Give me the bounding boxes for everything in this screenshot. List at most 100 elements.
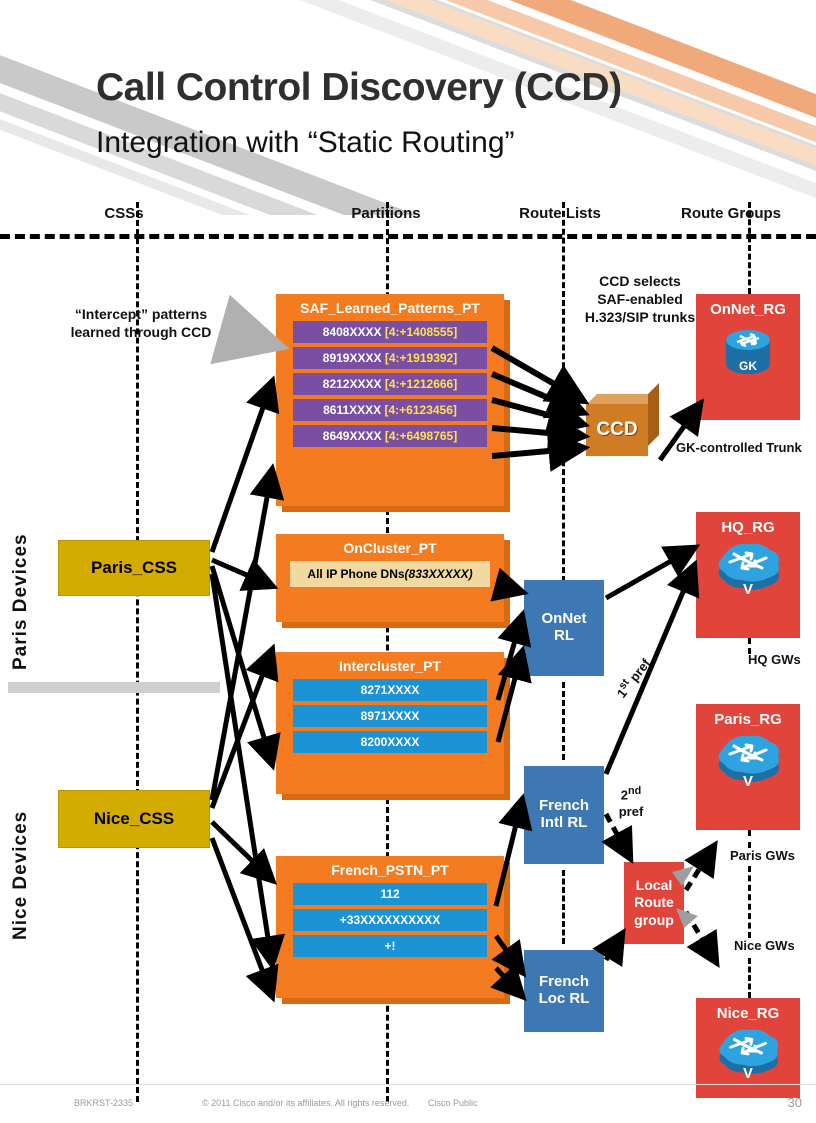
route-group-title: Nice_RG [716,1005,780,1022]
label-second-pref: 2nd pref [612,784,650,821]
paris-gw-connector-top [748,830,751,848]
pattern-text: 8212XXXX [322,377,382,391]
pattern-detail: [4:+1408555] [384,325,458,339]
partition-title: OnCluster_PT [343,540,437,556]
pattern-detail: [4:+6498765] [384,429,458,443]
nice-gw-connector [748,958,751,998]
svg-text:GK: GK [739,359,757,373]
route-list-french-intl[interactable]: French Intl RL [524,766,604,864]
slide-title: Call Control Discovery (CCD) [96,66,622,109]
pattern-row[interactable]: 8408XXXX [4:+1408555] [293,321,487,343]
label-first-pref: 1st pref [612,655,654,701]
route-list-divider-2 [562,870,565,944]
label-paris-gws: Paris GWs [730,848,796,863]
column-header-route-groups: Route Groups [681,205,781,222]
paris-nice-gw-connector [748,866,751,938]
css-box-nice[interactable]: Nice_CSS [58,790,210,848]
pattern-row[interactable]: 8919XXXX [4:+1919392] [293,347,487,369]
ccd-cube-side [648,383,659,446]
ccd-cube-front: CCD [586,404,648,456]
note-intercept-patterns: “Intercept” patterns learned through CCD [36,305,246,341]
pattern-text: 112 [380,887,400,901]
slide-subtitle: Integration with “Static Routing” [96,126,515,159]
ccd-cube[interactable]: CCD [586,383,659,456]
partition-oncluster[interactable]: OnCluster_PT All IP Phone DNs (833XXXXX) [276,534,504,622]
pattern-detail: [4:+1212666] [384,377,458,391]
hq-gw-connector [748,638,751,654]
partition-saf-learned-patterns[interactable]: SAF_Learned_Patterns_PT 8408XXXX [4:+140… [276,294,504,506]
partition-intercluster[interactable]: Intercluster_PT 8271XXXX 8971XXXX 8200XX… [276,652,504,794]
column-divider-csss [136,202,139,1102]
note-ccd-line1: CCD selects [599,273,681,289]
pattern-text: 8611XXXX [323,403,382,417]
voice-gateway-icon: V [719,1029,779,1082]
route-group-onnet[interactable]: OnNet_RG GK [696,294,800,420]
pattern-text: +33XXXXXXXXXX [339,913,441,927]
second-pref-num: 2 [620,787,628,803]
partition-title: Intercluster_PT [339,658,441,674]
route-list-line2: Loc RL [538,990,590,1007]
pattern-row[interactable]: 8971XXXX [293,705,487,727]
note-ccd-selects: CCD selects SAF-enabled H.323/SIP trunks [572,272,708,327]
footer-copyright: © 2011 Cisco and/or its affiliates. All … [202,1098,410,1108]
column-divider-route-lists [562,202,565,582]
route-group-hq[interactable]: HQ_RG V [696,512,800,638]
route-list-line2: RL [554,627,574,644]
side-label-nice-devices: Nice Devices [10,810,31,940]
ccd-cube-label: CCD [596,419,638,440]
pattern-row[interactable]: 8649XXXX [4:+6498765] [293,425,487,447]
local-route-group-line1: Local [635,877,673,894]
pattern-row[interactable]: All IP Phone DNs (833XXXXX) [290,561,490,587]
local-route-group[interactable]: Local Route group [624,862,684,944]
column-header-route-lists: Route Lists [519,205,601,222]
partition-french-pstn[interactable]: French_PSTN_PT 112 +33XXXXXXXXXX +! [276,856,504,998]
route-group-nice[interactable]: Nice_RG V [696,998,800,1098]
route-list-line1: French [538,973,589,991]
pattern-row[interactable]: +33XXXXXXXXXX [293,909,487,931]
pattern-row[interactable]: 112 [293,883,487,905]
local-route-group-line3: group [634,911,674,928]
pattern-row[interactable]: 8212XXXX [4:+1212666] [293,373,487,395]
side-label-paris-devices: Paris Devices [10,533,31,670]
pattern-text: +! [384,939,396,953]
partition-title: SAF_Learned_Patterns_PT [300,300,480,316]
second-pref-sup: nd [628,785,642,797]
footer-page-number: 30 [787,1095,802,1110]
pattern-text: 8919XXXX [322,351,382,365]
route-group-paris[interactable]: Paris_RG V [696,704,800,830]
column-divider-route-groups-top [748,202,751,294]
label-nice-gws: Nice GWs [734,938,795,953]
footer-classification: Cisco Public [428,1098,478,1108]
svg-text:V: V [743,1066,753,1082]
route-list-onnet[interactable]: OnNet RL [524,580,604,676]
header-divider [0,234,816,239]
pattern-text: 8649XXXX [322,429,382,443]
pattern-detail: [4:+6123456] [384,403,457,417]
note-intercept-line1: “Intercept” patterns [74,306,208,322]
css-box-paris[interactable]: Paris_CSS [58,540,210,596]
note-intercept-line2: learned through CCD [70,324,212,341]
route-list-divider-1 [562,682,565,760]
voice-gateway-icon: V [718,543,779,598]
footer-divider [0,1084,816,1085]
route-list-french-loc[interactable]: French Loc RL [524,950,604,1032]
pattern-text: 8200XXXX [360,735,420,749]
column-header-csss: CSSs [104,205,144,222]
label-hq-gws: HQ GWs [748,652,801,667]
gatekeeper-router-icon: GK [726,330,770,374]
pattern-text: 8408XXXX [322,325,382,339]
local-route-group-line2: Route [634,894,674,911]
route-list-line1: OnNet [541,610,587,628]
pattern-detail: (833XXXXX) [404,567,473,581]
route-group-title: OnNet_RG [710,301,786,318]
pattern-row[interactable]: 8611XXXX [4:+6123456] [293,399,487,421]
pattern-text: All IP Phone DNs [307,567,405,581]
section-divider-bar [8,682,220,693]
pattern-text: 8971XXXX [360,709,420,723]
pattern-row[interactable]: +! [293,935,487,957]
note-ccd-line3: H.323/SIP trunks [584,309,696,326]
pattern-row[interactable]: 8200XXXX [293,731,487,753]
pattern-row[interactable]: 8271XXXX [293,679,487,701]
pattern-text: 8271XXXX [360,683,420,697]
